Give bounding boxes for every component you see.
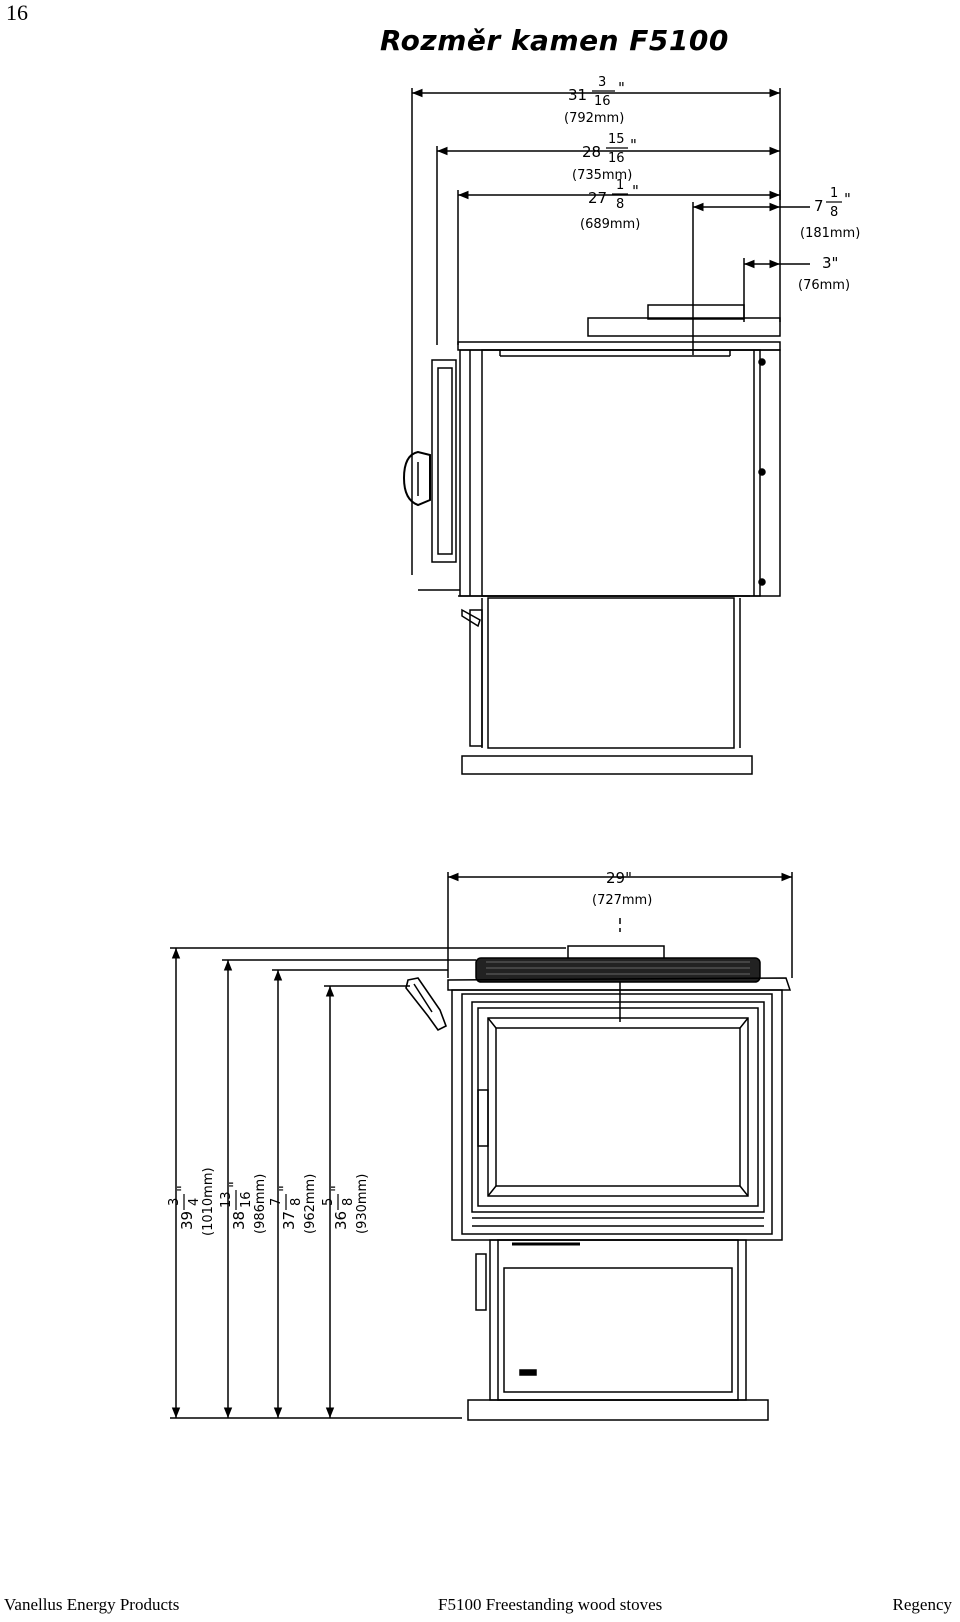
dim-unit: " <box>632 182 639 200</box>
front-dim-labels: 29" (727mm) 39 3 4 " (1010mm) 38 13 16 "… <box>167 869 652 1236</box>
dim-den: 16 <box>608 151 625 166</box>
svg-text:": " <box>174 1185 192 1192</box>
svg-text:(930mm): (930mm) <box>355 1174 370 1234</box>
height-label-930: 36 5 8 " (930mm) <box>321 1174 370 1234</box>
svg-text:": " <box>276 1185 294 1192</box>
footer-right: Regency <box>892 1595 952 1614</box>
footer-center: F5100 Freestanding wood stoves <box>438 1595 663 1614</box>
dim-num: 15 <box>608 132 625 147</box>
dim-mm: (792mm) <box>564 111 624 126</box>
dim-den: 8 <box>830 205 838 220</box>
height-label-986: 38 13 16 " (986mm) <box>219 1174 268 1234</box>
svg-text:4: 4 <box>187 1198 202 1206</box>
dim-unit: " <box>630 136 637 154</box>
page-number: 16 <box>6 0 28 25</box>
dim-den: 8 <box>616 197 624 212</box>
dim-num: 1 <box>616 178 624 193</box>
svg-text:5: 5 <box>321 1198 336 1206</box>
svg-text:3: 3 <box>167 1198 182 1206</box>
svg-text:13: 13 <box>219 1191 234 1208</box>
dim-den: 16 <box>594 94 611 109</box>
dim-mm: (735mm) <box>572 168 632 183</box>
svg-text:(986mm): (986mm) <box>253 1174 268 1234</box>
dim-whole: 31 <box>568 86 587 104</box>
dim-whole: 27 <box>588 189 607 207</box>
svg-text:36: 36 <box>332 1211 350 1230</box>
svg-text:16: 16 <box>239 1191 254 1208</box>
svg-text:": " <box>226 1181 244 1188</box>
dim-mm: (727mm) <box>592 893 652 908</box>
svg-text:38: 38 <box>230 1211 248 1230</box>
svg-text:7: 7 <box>269 1198 284 1206</box>
side-view <box>402 88 810 775</box>
svg-text:(962mm): (962mm) <box>303 1174 318 1234</box>
footer-left: Vanellus Energy Products <box>4 1595 180 1614</box>
dim-mm: (76mm) <box>798 278 850 293</box>
svg-text:8: 8 <box>289 1198 304 1206</box>
dim-mm: (689mm) <box>580 217 640 232</box>
svg-text:39: 39 <box>178 1211 196 1230</box>
dim-whole: 7 <box>814 197 824 215</box>
side-dim-labels: 31 3 16 " (792mm) 28 15 16 " (735mm) 27 … <box>564 75 860 293</box>
svg-text:37: 37 <box>280 1211 298 1230</box>
front-view <box>170 872 793 1421</box>
dim-value: 3" <box>822 254 838 272</box>
dim-whole: 28 <box>582 143 601 161</box>
dim-num: 1 <box>830 186 838 201</box>
dim-mm: (181mm) <box>800 226 860 241</box>
height-label-1010: 39 3 4 " (1010mm) <box>167 1167 216 1236</box>
svg-text:8: 8 <box>341 1198 356 1206</box>
svg-text:": " <box>328 1185 346 1192</box>
svg-text:(1010mm): (1010mm) <box>201 1167 216 1236</box>
dim-unit: " <box>618 79 625 97</box>
page-title: Rozměr kamen F5100 <box>380 24 729 57</box>
height-label-962: 37 7 8 " (962mm) <box>269 1174 318 1234</box>
dim-unit: " <box>844 190 851 208</box>
dim-value: 29" <box>606 869 632 887</box>
dim-num: 3 <box>598 75 606 90</box>
